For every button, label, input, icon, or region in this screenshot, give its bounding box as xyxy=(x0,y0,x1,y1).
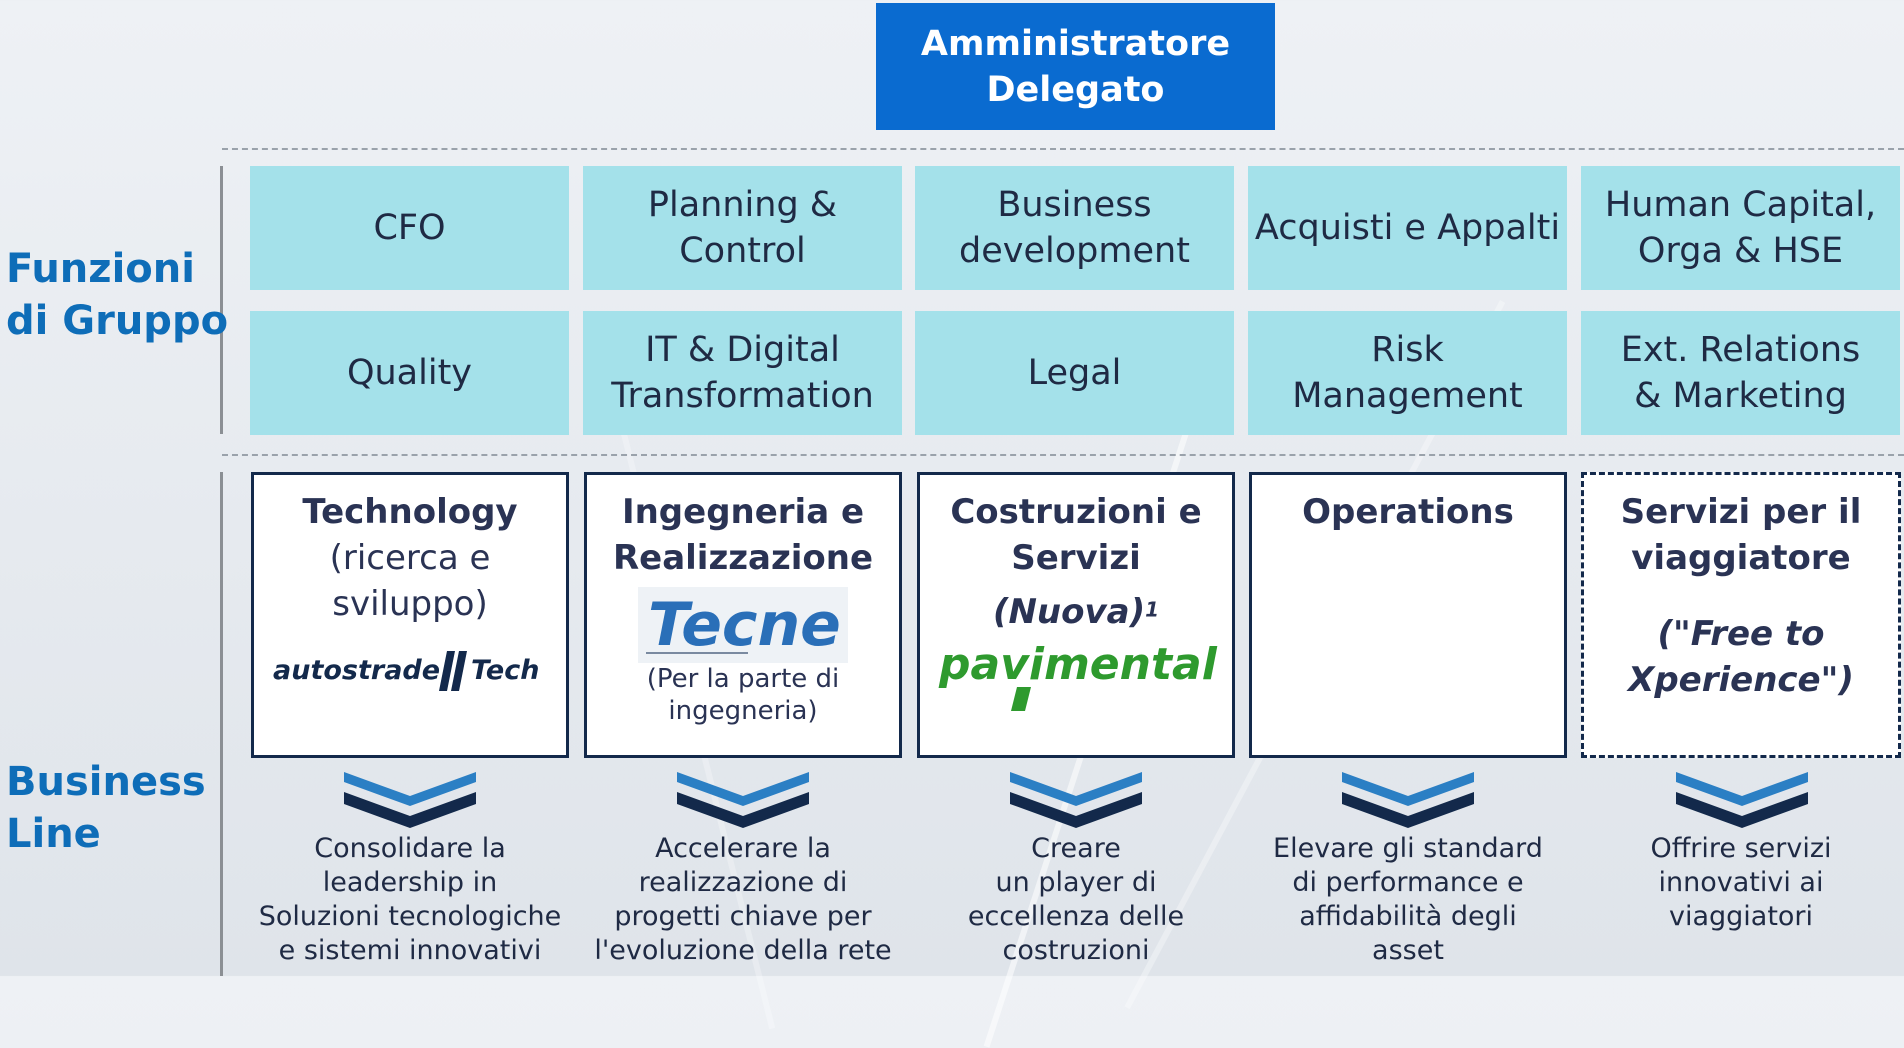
bl-note: ingegneria) xyxy=(668,696,818,726)
goal-line: e sistemi innovativi xyxy=(278,935,542,966)
function-quality: Quality xyxy=(250,311,569,435)
goal-line: innovativi ai xyxy=(1658,867,1824,898)
goal-ingegneria: Accelerare la realizzazione di progetti … xyxy=(578,832,908,968)
function-risk-management: Risk Management xyxy=(1248,311,1567,435)
goal-line: viaggiatori xyxy=(1668,901,1814,932)
business-line-ingegneria: Ingegneria e Realizzazione Tecne (Per la… xyxy=(584,472,902,758)
function-business-development: Business development xyxy=(915,166,1234,290)
business-line-label: Business Line xyxy=(6,756,206,860)
goal-costruzioni: Creare un player di eccellenza delle cos… xyxy=(911,832,1241,968)
double-chevron-down-icon xyxy=(1676,772,1808,828)
function-ext-relations: Ext. Relations & Marketing xyxy=(1581,311,1900,435)
footnote-marker: 1 xyxy=(1145,597,1160,622)
bl-title: Ingegneria e xyxy=(621,492,865,532)
goal-operations: Elevare gli standard di performance e af… xyxy=(1243,832,1573,968)
funzioni-vertical-line xyxy=(220,166,223,434)
function-cfo: CFO xyxy=(250,166,569,290)
function-label: Acquisti e Appalti xyxy=(1254,208,1561,248)
bl-title: Realizzazione xyxy=(612,538,874,578)
svg-text:pavimental: pavimental xyxy=(938,639,1218,690)
goal-line: un player di xyxy=(995,867,1157,898)
function-label: Ext. Relations xyxy=(1620,330,1861,370)
business-line-servizi-viaggiatore: Servizi per il viaggiatore ("Free to Xpe… xyxy=(1581,472,1901,758)
bl-italic: ("Free to xyxy=(1657,614,1825,654)
goal-line: Consolidare la xyxy=(314,833,506,864)
goal-line: l'evoluzione della rete xyxy=(594,935,892,966)
tecne-logo: Tecne xyxy=(587,587,899,663)
function-label: Human Capital, xyxy=(1604,185,1877,225)
bl-title: Servizi xyxy=(1011,538,1141,578)
function-label: Control xyxy=(679,231,806,271)
bl-italic: Xperience") xyxy=(1628,660,1854,700)
goal-line: asset xyxy=(1372,935,1444,966)
funzioni-label-line1: Funzioni xyxy=(6,246,195,292)
business-label-line2: Line xyxy=(6,811,101,857)
function-it-digital: IT & Digital Transformation xyxy=(583,311,902,435)
business-line-costruzioni: Costruzioni e Servizi (Nuova)1 pavimenta… xyxy=(917,472,1235,758)
goal-line: Accelerare la xyxy=(655,833,831,864)
function-label: & Marketing xyxy=(1634,376,1847,416)
goal-line: leadership in xyxy=(322,867,498,898)
goal-line: costruzioni xyxy=(1002,935,1150,966)
double-chevron-down-icon xyxy=(677,772,809,828)
double-chevron-down-icon xyxy=(344,772,476,828)
funzioni-label-line2: di Gruppo xyxy=(6,298,229,344)
function-label: Business xyxy=(997,185,1152,225)
goal-line: Soluzioni tecnologiche xyxy=(258,901,562,932)
function-label: Management xyxy=(1292,376,1523,416)
function-human-capital: Human Capital, Orga & HSE xyxy=(1581,166,1900,290)
function-legal: Legal xyxy=(915,311,1234,435)
function-label: Orga & HSE xyxy=(1637,231,1844,271)
ceo-box: Amministratore Delegato xyxy=(876,3,1275,130)
function-label: development xyxy=(959,231,1190,271)
bl-subtitle: (ricerca e xyxy=(329,538,491,578)
bl-italic: (Nuova) xyxy=(992,592,1146,632)
top-dashed-separator xyxy=(222,148,1904,150)
goal-line: Elevare gli standard xyxy=(1273,833,1543,864)
function-label: Quality xyxy=(346,353,473,393)
function-label: Risk xyxy=(1371,330,1444,370)
business-vertical-line xyxy=(220,472,223,976)
business-label-line1: Business xyxy=(6,759,206,805)
double-chevron-down-icon xyxy=(1342,772,1474,828)
goal-line: Creare xyxy=(1031,833,1121,864)
goal-line: progetti chiave per xyxy=(614,901,872,932)
autostrade-tech-logo: autostrade Tech xyxy=(254,645,566,695)
double-chevron-down-icon xyxy=(1010,772,1142,828)
goal-line: affidabilità degli xyxy=(1299,901,1517,932)
function-acquisti-appalti: Acquisti e Appalti xyxy=(1248,166,1567,290)
goal-line: di performance e xyxy=(1292,867,1524,898)
bl-title: Servizi per il xyxy=(1620,492,1862,532)
pavimental-logo: pavimental xyxy=(920,635,1232,715)
svg-text:autostrade: autostrade xyxy=(273,655,440,686)
business-line-technology: Technology (ricerca e sviluppo) autostra… xyxy=(251,472,569,758)
bl-subtitle: sviluppo) xyxy=(332,584,488,624)
bl-title: Operations xyxy=(1302,492,1514,532)
function-label: CFO xyxy=(373,208,446,248)
function-planning-control: Planning & Control xyxy=(583,166,902,290)
goal-line: eccellenza delle xyxy=(967,901,1185,932)
bl-italic-line: (Nuova)1 xyxy=(920,589,1232,635)
middle-dashed-separator xyxy=(222,454,1904,456)
svg-text:Tecne: Tecne xyxy=(648,590,841,660)
bl-title: viaggiatore xyxy=(1631,538,1851,578)
goal-line: Offrire servizi xyxy=(1650,833,1832,864)
function-label: Transformation xyxy=(611,376,874,416)
function-label: Planning & xyxy=(647,185,838,225)
ceo-title-line1: Amministratore xyxy=(920,23,1231,64)
bl-title: Technology xyxy=(302,492,518,532)
bl-title: Costruzioni e xyxy=(950,492,1202,532)
business-line-operations: Operations xyxy=(1249,472,1567,758)
bl-note: (Per la parte di xyxy=(646,664,840,694)
ceo-title-line2: Delegato xyxy=(986,69,1165,110)
goal-servizi: Offrire servizi innovativi ai viaggiator… xyxy=(1576,832,1904,934)
function-label: Legal xyxy=(1027,353,1122,393)
svg-text:Tech: Tech xyxy=(471,655,539,686)
goal-technology: Consolidare la leadership in Soluzioni t… xyxy=(245,832,575,968)
funzioni-di-gruppo-label: Funzioni di Gruppo xyxy=(6,243,228,347)
goal-line: realizzazione di xyxy=(638,867,848,898)
function-label: IT & Digital xyxy=(645,330,840,370)
